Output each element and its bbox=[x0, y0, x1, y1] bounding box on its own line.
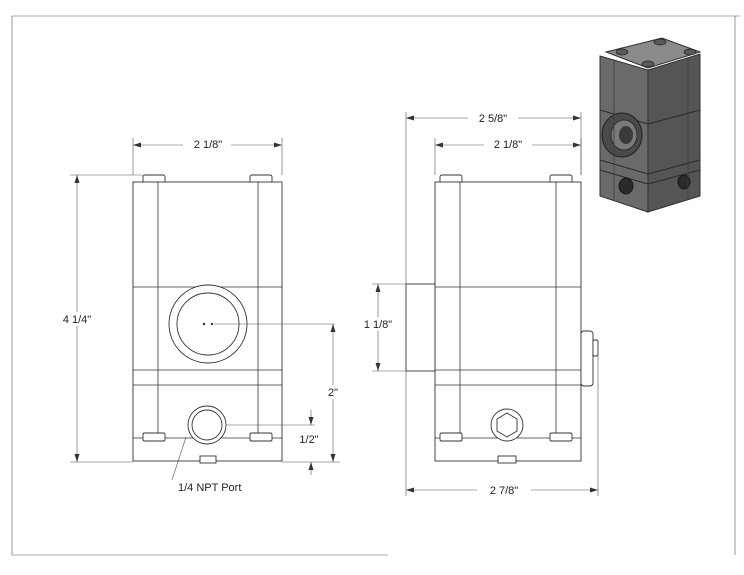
side-gauge-height-label: 1 1/8" bbox=[364, 319, 392, 331]
side-body-width-label: 2 1/8" bbox=[494, 139, 522, 151]
front-height-dimension: 4 1/4" bbox=[55, 174, 143, 463]
front-width-dimension: 2 1/8" bbox=[132, 137, 283, 175]
front-width-label: 2 1/8" bbox=[194, 139, 222, 151]
drawing-frame bbox=[11, 15, 740, 556]
port-to-center-dimension: 2" bbox=[282, 324, 346, 463]
side-gauge-height-dimension: 1 1/8" bbox=[356, 283, 406, 372]
rendered-valve-3d-view bbox=[599, 37, 702, 213]
port-callout-label: 1/4 NPT Port bbox=[178, 482, 241, 494]
port-to-center-label: 2" bbox=[328, 387, 338, 399]
side-overall-width-dimension: 2 7/8" bbox=[405, 356, 599, 497]
side-body-width-dimension: 2 1/8" bbox=[434, 137, 582, 175]
side-total-width-label: 2 5/8" bbox=[479, 113, 507, 125]
side-view bbox=[405, 174, 599, 464]
port-height-label: 1/2" bbox=[299, 434, 318, 446]
front-view bbox=[132, 174, 335, 481]
port-height-dimension: 1/2" bbox=[299, 410, 319, 475]
side-overall-width-label: 2 7/8" bbox=[490, 485, 518, 497]
front-height-label: 4 1/4" bbox=[63, 314, 91, 326]
